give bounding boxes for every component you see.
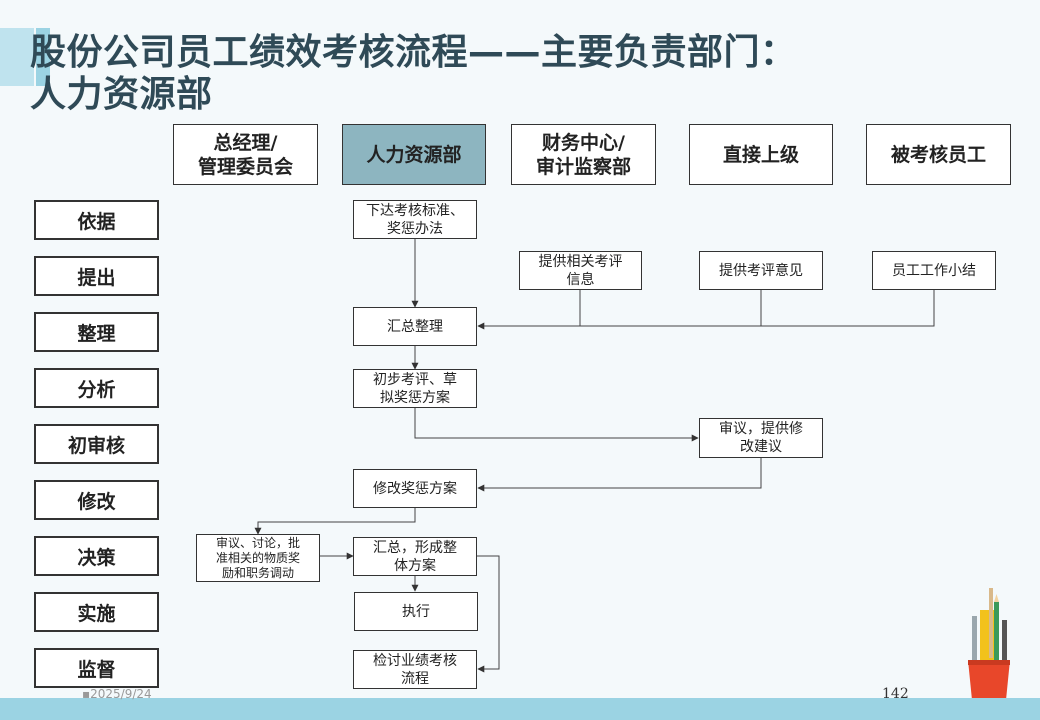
node-text: 汇总，形成整 — [373, 539, 457, 556]
arrow-review-to-revise — [477, 457, 762, 492]
stage-label: 依据 — [77, 210, 116, 233]
node-overall-plan: 汇总，形成整 体方案 — [353, 537, 477, 576]
pencil-cup-illustration — [968, 588, 1010, 700]
node-issue-standard: 下达考核标准、 奖惩办法 — [353, 200, 477, 239]
node-review-suggest: 审议，提供修 改建议 — [699, 418, 823, 458]
header-supervisor-label: 直接上级 — [722, 143, 799, 166]
node-text: 审议、讨论，批 — [215, 535, 300, 550]
node-text: 汇总整理 — [387, 318, 443, 335]
stage-revise: 修改 — [34, 480, 159, 520]
page-number: 142 — [882, 686, 909, 702]
node-text: 拟奖惩方案 — [380, 389, 450, 406]
stage-label: 实施 — [77, 602, 116, 625]
stage-organize: 整理 — [34, 312, 159, 352]
pencil-grey — [972, 616, 977, 664]
header-employee-label: 被考核员工 — [890, 143, 986, 166]
stage-label: 修改 — [77, 490, 116, 513]
title-line-1: 股份公司员工绩效考核流程——主要负责部门： — [30, 32, 797, 73]
node-text: 提供考评意见 — [719, 262, 803, 279]
stage-implement: 实施 — [34, 592, 159, 632]
pencil-dark — [1002, 620, 1007, 664]
header-gm-line1: 总经理/ — [213, 131, 278, 154]
header-gm: 总经理/ 管理委员会 — [173, 124, 318, 185]
stage-label: 提出 — [77, 266, 116, 289]
node-text: 励和职务调动 — [221, 565, 294, 580]
node-text: 修改奖惩方案 — [373, 480, 457, 497]
arrow-revise-to-gm — [254, 507, 416, 535]
decor-bar-dark — [36, 28, 50, 86]
pencil-tan — [989, 588, 993, 658]
node-text: 员工工作小结 — [892, 262, 976, 279]
node-text: 检讨业绩考核 — [373, 652, 457, 669]
stage-propose: 提出 — [34, 256, 159, 296]
node-revise: 修改奖惩方案 — [353, 469, 477, 508]
node-initial-eval: 初步考评、草 拟奖惩方案 — [353, 369, 477, 408]
node-supervisor-opinion: 提供考评意见 — [699, 251, 823, 290]
header-finance: 财务中心/ 审计监察部 — [511, 124, 656, 185]
stage-label: 整理 — [77, 322, 116, 345]
page-title: 股份公司员工绩效考核流程——主要负责部门： 人力资源部 — [30, 32, 797, 116]
header-finance-line2: 审计监察部 — [535, 155, 631, 178]
cup — [968, 660, 1010, 700]
node-text: 准相关的物质奖 — [215, 550, 300, 565]
stage-label: 初审核 — [67, 434, 125, 457]
node-text: 信息 — [566, 271, 595, 288]
footer-date: ▪2025/9/24 — [82, 687, 152, 701]
stage-label: 监督 — [77, 658, 116, 681]
node-execute: 执行 — [354, 592, 478, 631]
footer-date-text: 2025/9/24 — [90, 687, 152, 701]
arrow-overall-to-review-process — [477, 555, 500, 673]
pencil-green — [994, 602, 999, 662]
arrow-inputs-to-summarize — [477, 290, 935, 330]
stage-initial-review: 初审核 — [34, 424, 159, 464]
header-hr: 人力资源部 — [342, 124, 486, 185]
arrow-initial-to-review — [414, 408, 699, 442]
header-hr-label: 人力资源部 — [366, 143, 462, 166]
header-supervisor: 直接上级 — [689, 124, 833, 185]
node-text: 审议，提供修 — [719, 421, 803, 437]
node-review-process: 检讨业绩考核 流程 — [353, 650, 477, 689]
node-text: 流程 — [401, 670, 429, 687]
node-text: 下达考核标准、 — [366, 202, 464, 219]
stage-supervise: 监督 — [34, 648, 159, 688]
header-gm-line2: 管理委员会 — [197, 155, 293, 178]
node-gm-decide: 审议、讨论，批 准相关的物质奖 励和职务调动 — [196, 534, 320, 582]
node-text: 体方案 — [394, 557, 436, 574]
stage-label: 分析 — [77, 378, 116, 401]
node-text: 执行 — [402, 603, 430, 620]
node-text: 初步考评、草 — [373, 371, 457, 388]
stage-label: 决策 — [77, 546, 116, 569]
stage-decide: 决策 — [34, 536, 159, 576]
node-text: 提供相关考评 — [538, 253, 623, 270]
node-summarize: 汇总整理 — [353, 307, 477, 346]
node-finance-info: 提供相关考评 信息 — [519, 251, 642, 290]
header-employee: 被考核员工 — [866, 124, 1011, 185]
title-line-2: 人力资源部 — [30, 74, 213, 115]
stage-analyze: 分析 — [34, 368, 159, 408]
node-text: 奖惩办法 — [387, 220, 443, 237]
header-finance-line1: 财务中心/ — [542, 131, 625, 154]
node-employee-summary: 员工工作小结 — [872, 251, 996, 290]
decor-bar-light — [0, 28, 34, 86]
node-text: 改建议 — [740, 439, 782, 455]
bottom-accent-bar — [0, 698, 1040, 720]
stage-basis: 依据 — [34, 200, 159, 240]
